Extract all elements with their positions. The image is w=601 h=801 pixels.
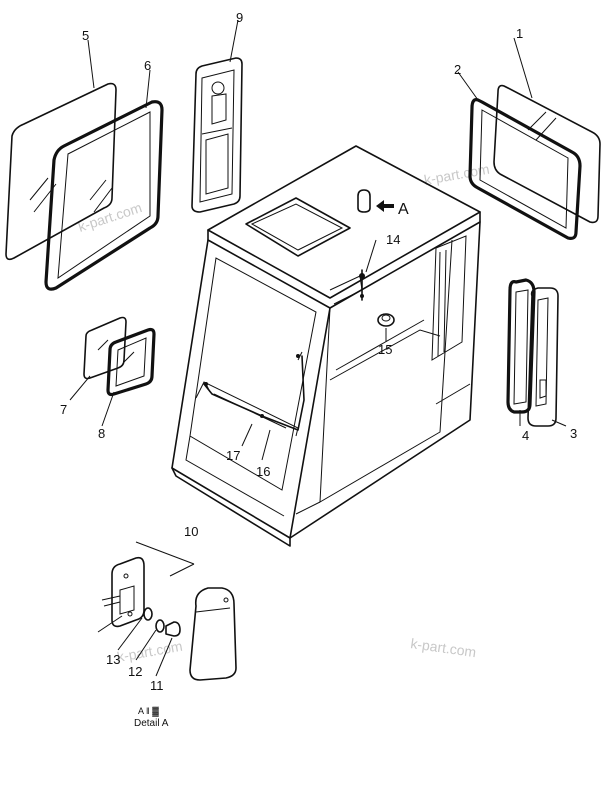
pointer-arrow-icon [376, 200, 394, 212]
part-10-detail-lamp [97, 541, 237, 681]
callout-3: 3 [570, 426, 577, 441]
watermark-bottom-right: k-part.com [410, 635, 478, 660]
callout-14: 14 [386, 232, 400, 247]
callout-5: 5 [82, 28, 89, 43]
part-14-harness [359, 269, 365, 301]
part-4-seal-rear [506, 278, 536, 414]
detail-caption: Detail A [134, 718, 169, 729]
part-8-small-seal [106, 327, 156, 397]
callout-8: 8 [98, 426, 105, 441]
callout-11: 11 [150, 678, 164, 693]
part-15-fitting [377, 313, 395, 327]
detail-symbols: A ‖ ▓ [138, 706, 159, 717]
callout-17: 17 [226, 448, 240, 463]
callout-16: 16 [256, 464, 270, 479]
part-3-glass-rear [527, 287, 559, 427]
callout-12: 12 [128, 664, 142, 679]
callout-15: 15 [378, 342, 392, 357]
callout-1: 1 [516, 26, 523, 41]
callout-10: 10 [184, 524, 198, 539]
lamp-a-marker [357, 189, 394, 213]
part-7-small-glass [83, 316, 127, 380]
callout-6: 6 [144, 58, 151, 73]
part-16-17-wires [203, 354, 305, 431]
part-9-door-window [191, 57, 243, 213]
callout-13: 13 [106, 652, 120, 667]
arrow-label-a: A [398, 201, 409, 218]
part-6-seal-left [44, 100, 164, 291]
callout-2: 2 [454, 62, 461, 77]
callout-4: 4 [522, 428, 529, 443]
part-2-seal-right [468, 98, 582, 240]
leader-lines [69, 19, 567, 677]
part-5-glass-left [5, 82, 117, 261]
callout-9: 9 [236, 10, 243, 25]
cab-body [171, 145, 481, 547]
callout-7: 7 [60, 402, 67, 417]
part-1-glass-right [493, 84, 601, 224]
watermark-bottom-left: k-part.com [116, 638, 184, 665]
